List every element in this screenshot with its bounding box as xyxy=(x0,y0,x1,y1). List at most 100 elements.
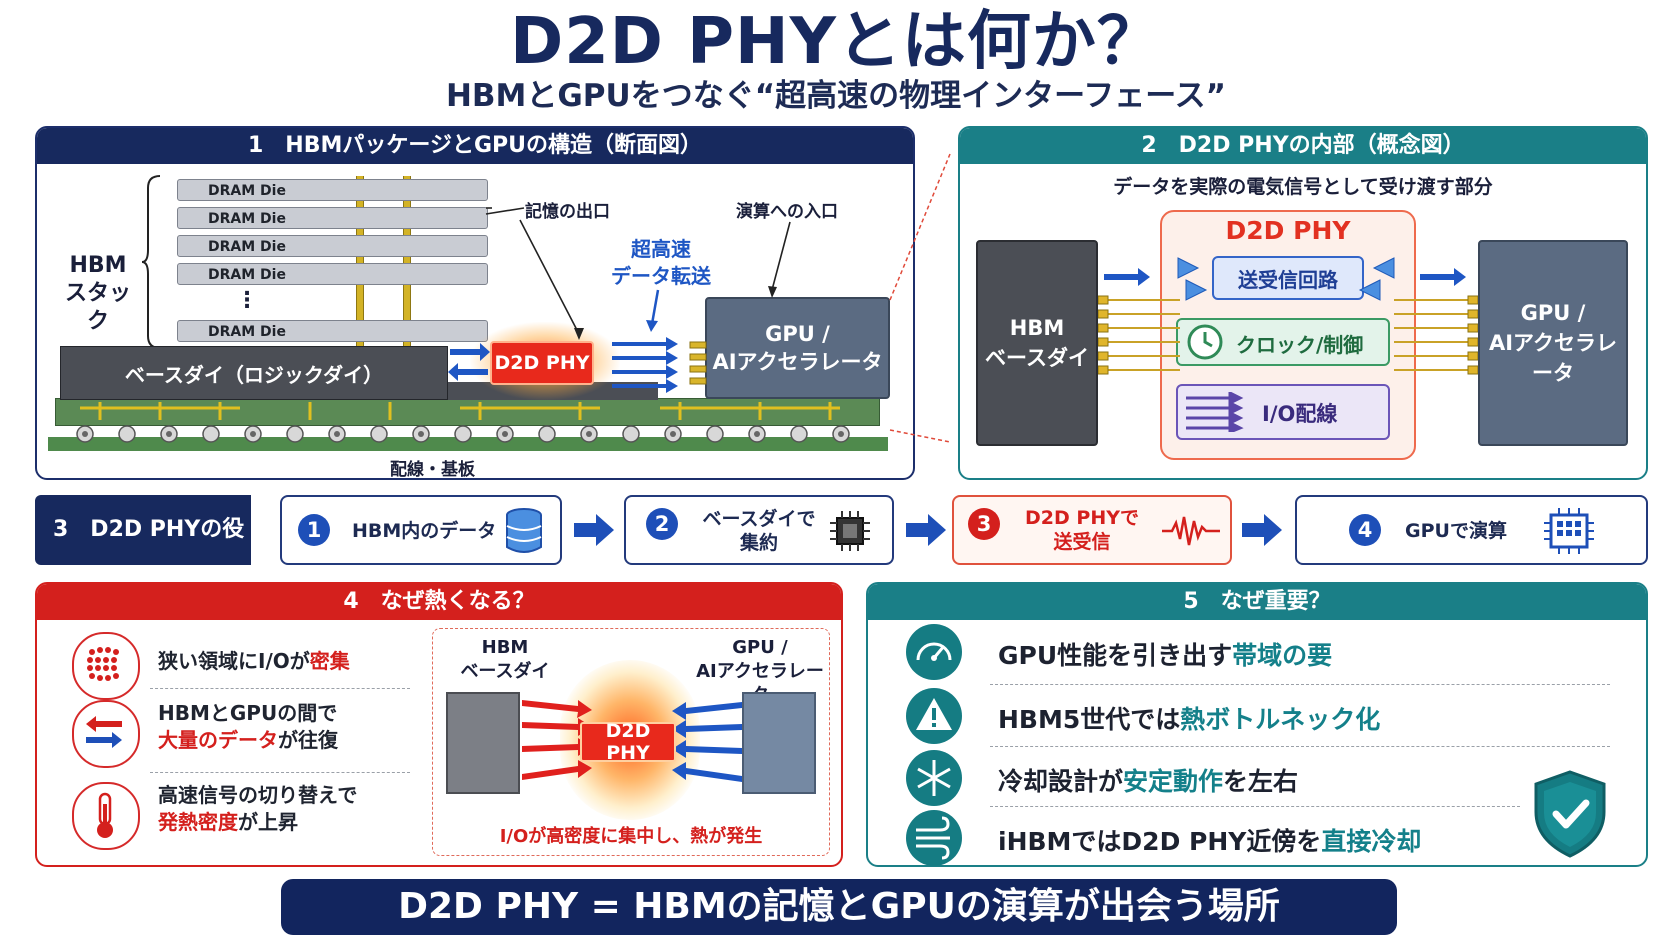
importance-item-text: iHBMではD2D PHY近傍を直接冷却 xyxy=(998,827,1422,856)
fast-transfer-label: 超高速 データ転送 xyxy=(611,237,711,288)
memory-exit-leader xyxy=(485,207,525,215)
package-substrate xyxy=(55,398,880,426)
role-heading-tab: 3 D2D PHYの役割 xyxy=(35,495,251,612)
flow-arrow xyxy=(574,514,614,546)
hbm-base-die-block: HBM ベースダイ xyxy=(976,240,1098,446)
signal-wave-icon xyxy=(1162,516,1220,546)
step-label: GPUで演算 xyxy=(1405,520,1507,542)
importance-divider xyxy=(990,746,1610,747)
heat-divider xyxy=(150,688,410,689)
airflow-icon xyxy=(906,810,962,866)
thermometer-icon xyxy=(72,782,140,850)
heat-item-text: 狭い領域にI/Oが密集 xyxy=(158,649,350,673)
compute-entry-label: 演算への入口 xyxy=(736,202,838,222)
importance-heading: 5 なぜ重要？ xyxy=(868,584,1646,620)
step-label: D2D PHYで 送受信 xyxy=(1025,507,1139,553)
step-number: 4 xyxy=(1349,514,1381,546)
database-icon xyxy=(506,508,542,553)
role-step-3: 3 D2D PHYで 送受信 xyxy=(952,495,1232,565)
d2d-phy-title: D2D PHY xyxy=(1225,216,1351,245)
heat-diagram-hbm-block xyxy=(446,692,520,794)
callout-lines xyxy=(889,153,951,443)
processor-icon xyxy=(1544,508,1594,554)
heat-arrows xyxy=(522,700,742,782)
heat-diagram-gpu-block xyxy=(742,692,816,794)
heat-panel: 4 なぜ熱くなる？ xyxy=(35,582,843,867)
dram-die: DRAM Die xyxy=(177,320,488,342)
heat-item-dense-io: 狭い領域にI/Oが密集 xyxy=(72,626,412,702)
importance-item-cooling: 冷却設計が安定動作を左右 xyxy=(906,750,1616,810)
dram-die: DRAM Die xyxy=(177,235,488,257)
phy-internal-heading: 2 D2D PHYの内部（概念図） xyxy=(960,128,1646,164)
bidirectional-arrow-icon xyxy=(72,700,140,768)
step-number: 3 xyxy=(968,508,1000,540)
micro-bumps xyxy=(80,402,840,420)
phy-internal-caption: データを実際の電気信号として受け渡す部分 xyxy=(1113,176,1493,198)
heat-diagram-hbm-label: HBM ベースダイ xyxy=(460,637,550,682)
gpu-ai-block: GPU / AIアクセラレータ xyxy=(1478,240,1628,446)
speedometer-icon xyxy=(906,624,962,680)
dram-ellipsis: ⋮ xyxy=(236,288,258,313)
heat-diagram-gpu-label: GPU / AIアクセラレータ xyxy=(696,637,824,706)
dram-die: DRAM Die xyxy=(177,179,488,201)
gpu-pins xyxy=(689,341,707,385)
heat-item-data-roundtrip: HBMとGPUの間で 大量のデータが往復 xyxy=(72,694,412,770)
importance-item-text: GPU性能を引き出す帯域の要 xyxy=(998,641,1333,670)
step-number: 1 xyxy=(298,514,330,546)
heat-diagram-phy-chip: D2D PHY xyxy=(580,720,676,764)
page-subtitle: HBMとGPUをつなぐ“超高速の物理インターフェース” xyxy=(445,78,1227,114)
internal-wires xyxy=(1098,268,1478,375)
heat-divider xyxy=(150,772,410,773)
clock-icon xyxy=(1187,324,1223,360)
shield-check-icon xyxy=(1534,770,1606,858)
io-wiring-block xyxy=(1176,384,1390,440)
high-speed-arrows xyxy=(612,337,678,393)
heat-diagram-frame xyxy=(432,628,830,856)
heat-item-heat-density: 高速信号の切り替えで 発熱密度が上昇 xyxy=(72,776,412,852)
solder-balls xyxy=(76,425,850,443)
heat-item-text: 高速信号の切り替えで 発熱密度が上昇 xyxy=(158,783,358,834)
step-number: 2 xyxy=(646,508,678,540)
importance-item-thermal: HBM5世代では熱ボトルネック化 xyxy=(906,688,1616,748)
step-label: HBM内のデータ xyxy=(352,520,497,542)
txrx-circuit-block: 送受信回路 xyxy=(1212,256,1364,300)
transceiver-icons xyxy=(1177,257,1395,301)
snowflake-icon xyxy=(906,750,962,806)
page-title: D2D PHYとは何か？ xyxy=(510,5,1162,79)
importance-item-bandwidth: GPU性能を引き出す帯域の要 xyxy=(906,624,1616,684)
heat-diagram-caption: I/Oが高密度に集中し、熱が発生 xyxy=(499,826,763,847)
clock-control-label: クロック/制御 xyxy=(1236,333,1364,357)
importance-divider xyxy=(990,684,1610,685)
substrate-label: 配線・基板 xyxy=(390,460,475,480)
dram-die: DRAM Die xyxy=(177,263,488,285)
io-wiring-label: I/O配線 xyxy=(1262,402,1338,426)
dram-die: DRAM Die xyxy=(177,207,488,229)
d2d-phy-chip: D2D PHY xyxy=(490,341,594,385)
importance-item-text: 冷却設計が安定動作を左右 xyxy=(998,767,1299,796)
warning-icon xyxy=(906,688,962,744)
importance-item-direct-cooling: iHBMではD2D PHY近傍を直接冷却 xyxy=(906,810,1616,870)
memory-exit-label: 記憶の出口 xyxy=(525,202,610,222)
hbm-stack-label: HBM スタック xyxy=(64,253,131,334)
hbm-stack-brace xyxy=(141,175,161,349)
summary-banner: D2D PHY = HBMの記憶とGPUの演算が出会う場所 xyxy=(281,879,1397,935)
gpu-block: GPU / AIアクセラレータ xyxy=(705,297,890,399)
flow-arrow xyxy=(906,514,946,546)
dense-dots-icon xyxy=(72,632,140,700)
role-step-1: 1 HBM内のデータ xyxy=(280,495,562,565)
base-die: ベースダイ（ロジックダイ） xyxy=(60,346,448,400)
role-step-4: 4 GPUで演算 xyxy=(1295,495,1648,565)
flow-arrow xyxy=(1242,514,1282,546)
importance-divider xyxy=(990,806,1520,807)
importance-item-text: HBM5世代では熱ボトルネック化 xyxy=(998,705,1381,734)
heat-item-text: HBMとGPUの間で 大量のデータが往復 xyxy=(158,701,338,752)
chip-icon xyxy=(830,511,870,551)
role-step-2: 2 ベースダイで 集約 xyxy=(624,495,894,565)
bidirectional-arrows xyxy=(448,343,490,381)
importance-panel: 5 なぜ重要？ xyxy=(866,582,1648,867)
annotation-leaders xyxy=(486,207,791,340)
cross-section-heading: 1 HBMパッケージとGPUの構造（断面図） xyxy=(37,128,913,164)
heat-heading: 4 なぜ熱くなる？ xyxy=(37,584,841,620)
step-label: ベースダイで 集約 xyxy=(702,508,816,554)
io-wiring-icon xyxy=(1186,392,1244,432)
